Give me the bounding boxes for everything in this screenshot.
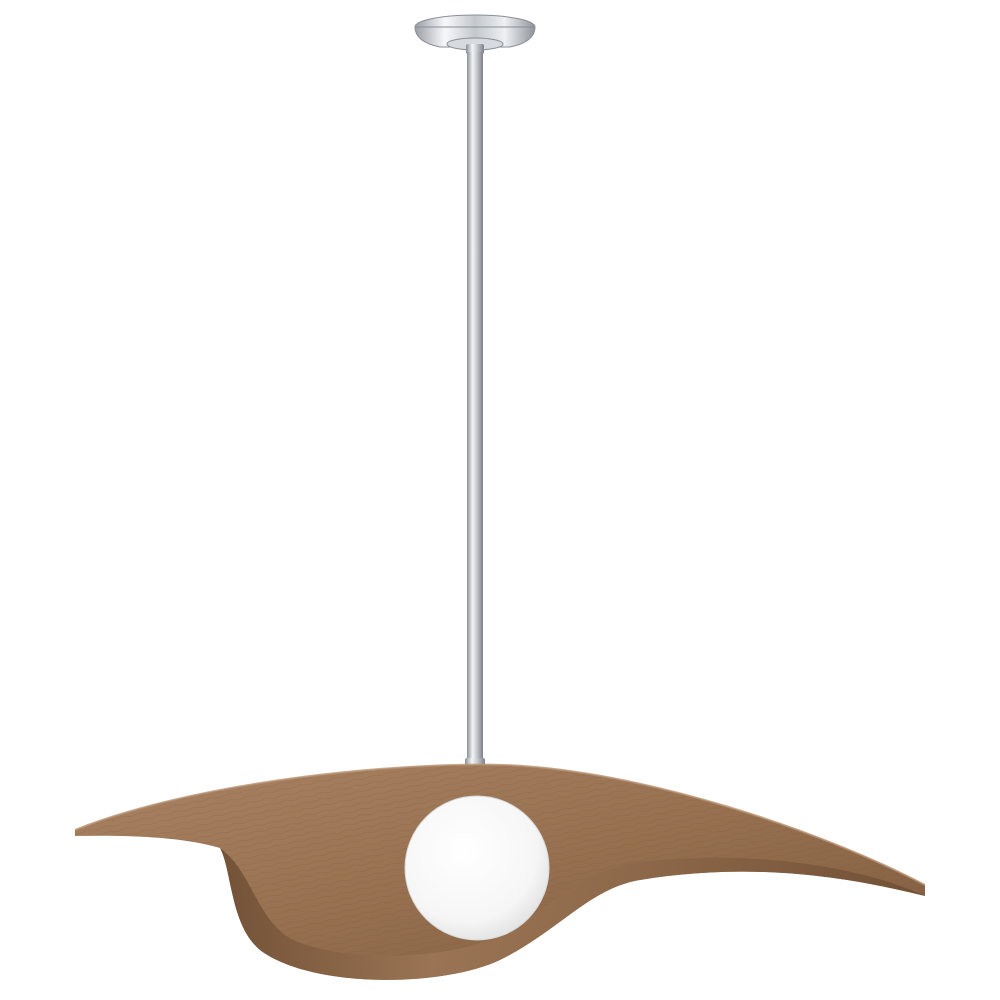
ceiling-canopy bbox=[414, 14, 536, 54]
down-rod bbox=[465, 52, 485, 770]
globe-light bbox=[404, 795, 550, 941]
